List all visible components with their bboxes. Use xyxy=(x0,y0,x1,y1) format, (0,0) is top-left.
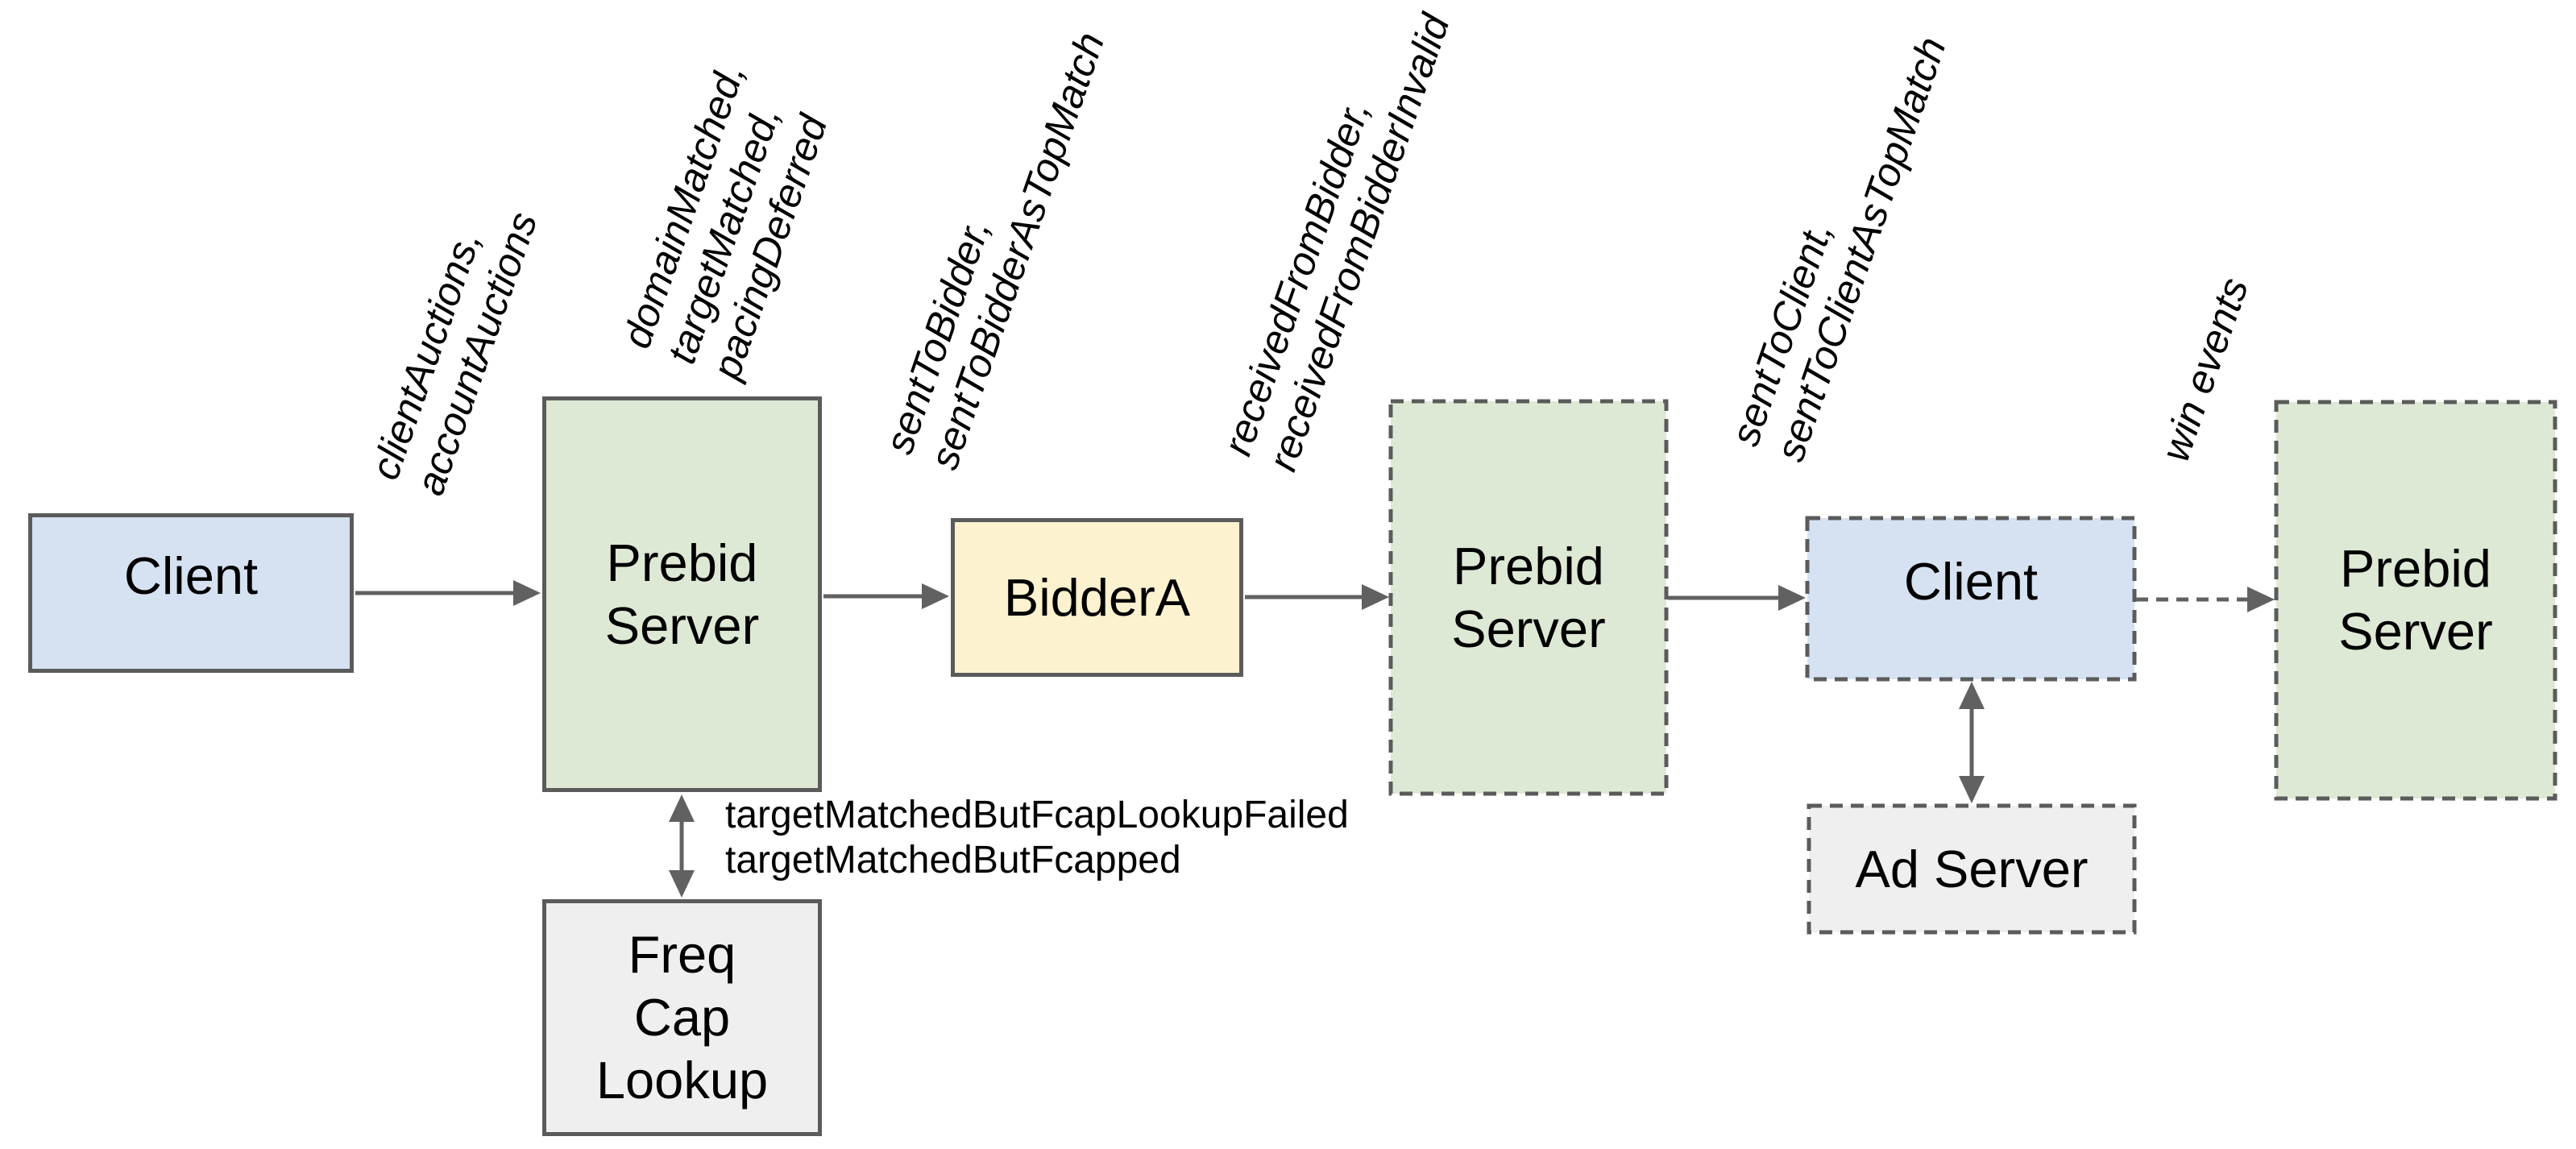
box-ad-server-label: Ad Server xyxy=(1855,839,2089,898)
box-bidder-a-label: BidderA xyxy=(1003,567,1191,627)
box-prebid-server-2: Prebid Server xyxy=(1391,401,1666,794)
box-prebid-server-1: Prebid Server xyxy=(542,396,822,792)
box-prebid-server-2-label: Prebid Server xyxy=(1451,536,1606,658)
box-freq-cap-lookup: Freq Cap Lookup xyxy=(542,899,822,1136)
arrow-client2-ad-server xyxy=(1959,682,1985,803)
box-client-1: Client xyxy=(28,513,354,673)
arrow-prebid1-freq-cap xyxy=(669,794,695,898)
box-client-2-label: Client xyxy=(1903,552,2039,611)
edge-label-client-auctions: clientAuctions, accountAuctions xyxy=(362,206,546,501)
arrow-client1-to-prebid1 xyxy=(355,580,541,606)
edge-label-sent-to-client: sentToClient, sentToClientAsTopMatch xyxy=(1722,31,1955,467)
box-prebid-server-3-label: Prebid Server xyxy=(2338,539,2493,661)
box-prebid-server-1-label: Prebid Server xyxy=(604,533,760,655)
box-freq-cap-lookup-label: Freq Cap Lookup xyxy=(595,925,769,1110)
box-client-1-label: Client xyxy=(123,546,259,605)
box-ad-server: Ad Server xyxy=(1809,806,2134,932)
edge-label-sent-to-bidder: sentToBidder, sentToBidderAsTopMatch xyxy=(876,27,1114,475)
arrow-prebid1-to-bidder-a xyxy=(823,583,949,609)
arrow-prebid2-to-client2 xyxy=(1668,585,1806,611)
box-prebid-server-3: Prebid Server xyxy=(2276,402,2555,798)
arrow-client2-to-prebid3 xyxy=(2136,587,2275,612)
edge-label-freq-cap-lookup: targetMatchedButFcapLookupFailed targetM… xyxy=(725,794,1349,881)
edge-label-domain-matched: domainMatched, targetMatched, pacingDefe… xyxy=(613,57,836,385)
box-client-2: Client xyxy=(1807,518,2134,679)
box-bidder-a: BidderA xyxy=(951,518,1243,677)
arrow-bidder-a-to-prebid2 xyxy=(1245,584,1389,610)
edge-label-win-events: win events xyxy=(2152,272,2258,467)
